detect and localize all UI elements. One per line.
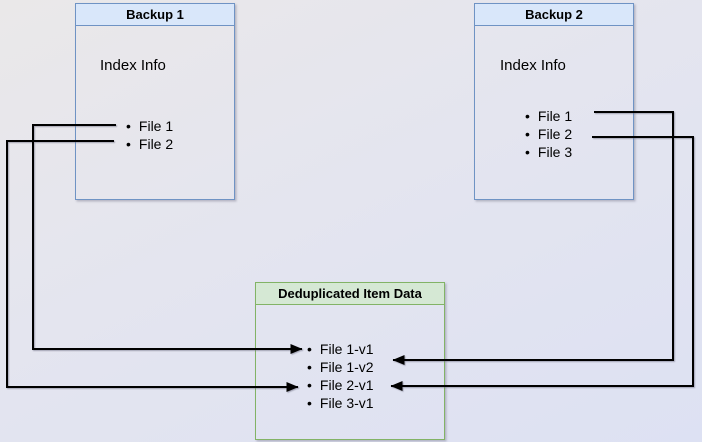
list-item: File 1-v1: [307, 340, 374, 358]
backup2-header: Backup 2: [475, 4, 633, 26]
dedup-file-list: File 1-v1File 1-v2File 2-v1File 3-v1: [307, 340, 374, 412]
backup2-box: Backup 2 Index Info File 1File 2File 3: [474, 3, 634, 200]
backup2-title: Backup 2: [525, 7, 583, 22]
list-item: File 1: [525, 107, 572, 125]
list-item: File 3-v1: [307, 394, 374, 412]
backup1-subtitle: Index Info: [100, 57, 166, 74]
backup1-title: Backup 1: [126, 7, 184, 22]
list-item: File 1: [126, 117, 173, 135]
backup2-file-list: File 1File 2File 3: [525, 107, 572, 161]
list-item: File 1-v2: [307, 358, 374, 376]
list-item: File 2: [126, 135, 173, 153]
backup1-header: Backup 1: [76, 4, 234, 26]
backup1-box: Backup 1 Index Info File 1File 2: [75, 3, 235, 200]
deduplicated-item-data-box: Deduplicated Item Data File 1-v1File 1-v…: [255, 282, 445, 440]
list-item: File 2: [525, 125, 572, 143]
backup1-file-list: File 1File 2: [126, 117, 173, 153]
backup2-subtitle: Index Info: [500, 57, 566, 74]
dedup-header: Deduplicated Item Data: [256, 283, 444, 305]
dedup-title: Deduplicated Item Data: [278, 286, 422, 301]
list-item: File 3: [525, 143, 572, 161]
list-item: File 2-v1: [307, 376, 374, 394]
